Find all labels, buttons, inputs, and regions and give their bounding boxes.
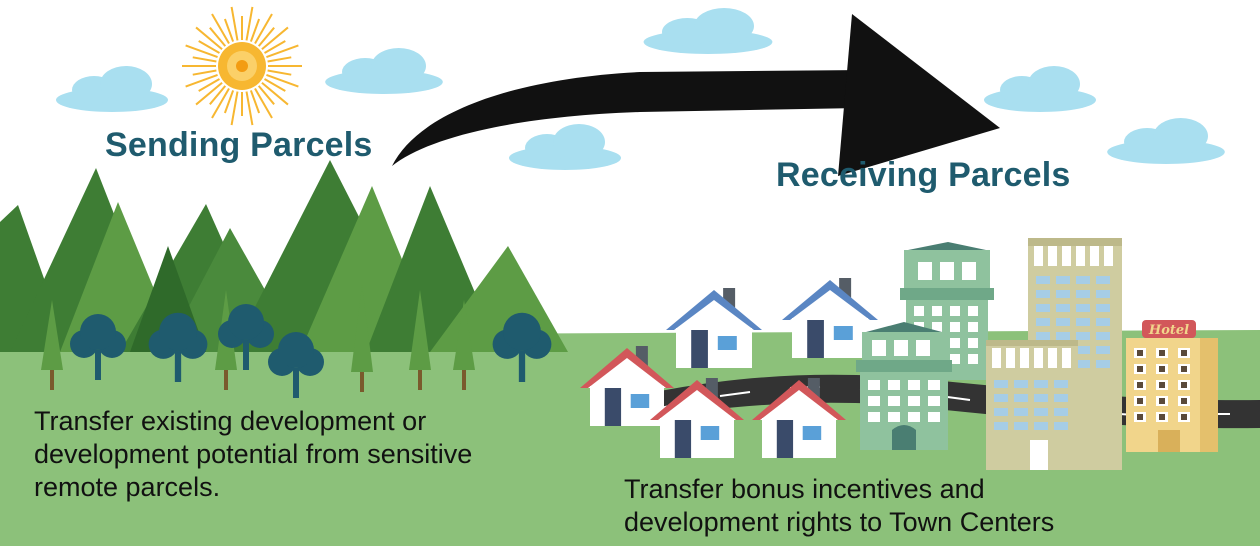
round-tree [70, 314, 126, 380]
receiving-description-line: development rights to Town Centers [624, 507, 1055, 537]
pine-tree [409, 290, 431, 390]
pine-tree [351, 284, 373, 392]
sending-parcels-title: Sending Parcels [105, 126, 373, 164]
round-tree [148, 312, 208, 382]
round-tree [268, 332, 324, 398]
house [782, 278, 878, 358]
pine-tree [453, 300, 475, 390]
pine-tree [41, 300, 63, 390]
house [650, 378, 744, 458]
receiving-description: Transfer bonus incentives and developmen… [624, 473, 1054, 539]
sending-description: Transfer existing development or develop… [34, 405, 472, 504]
transfer-arrow-icon [392, 14, 1000, 176]
green-building [856, 322, 952, 450]
house [580, 346, 674, 426]
buildings: Hotel [856, 238, 1218, 470]
hotel-building: Hotel [1126, 320, 1218, 452]
round-trees [70, 304, 552, 398]
house [666, 288, 762, 368]
sun-icon [182, 6, 302, 126]
house [752, 378, 846, 458]
houses [580, 278, 878, 458]
round-tree [492, 312, 552, 382]
sending-description-line: Transfer existing development or [34, 406, 427, 436]
pine-trees [41, 284, 475, 392]
sending-description-line: remote parcels. [34, 472, 221, 502]
round-tree [218, 304, 274, 370]
khaki-building [986, 340, 1078, 470]
receiving-parcels-title: Receiving Parcels [776, 156, 1071, 194]
hotel-sign: Hotel [1148, 323, 1189, 338]
sending-description-line: development potential from sensitive [34, 439, 473, 469]
receiving-description-line: Transfer bonus incentives and [624, 474, 985, 504]
